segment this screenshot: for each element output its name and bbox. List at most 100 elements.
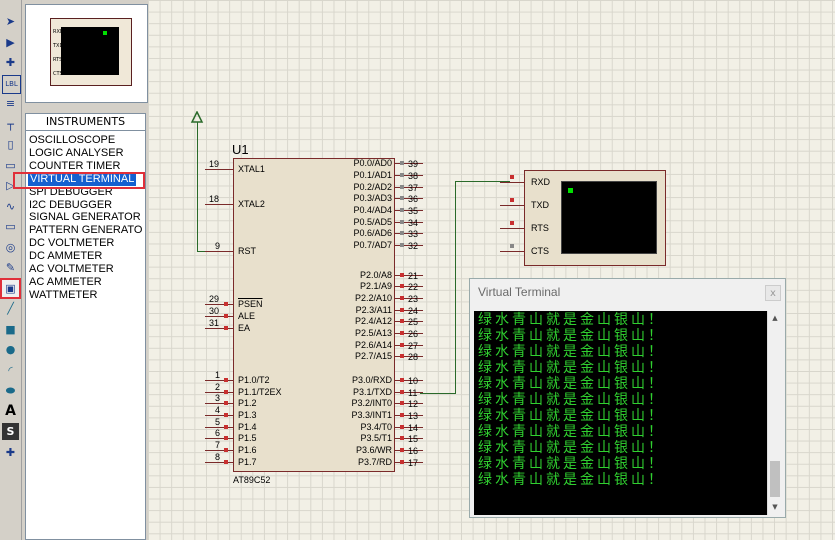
chip-pin-marker	[224, 413, 228, 417]
chip-pin-name: P0.7/AD7	[353, 240, 392, 250]
instrument-item[interactable]: SIGNAL GENERATOR	[29, 211, 141, 224]
microcontroller-chip[interactable]	[233, 158, 395, 472]
instrument-item[interactable]: AC VOLTMETER	[29, 263, 114, 275]
chip-pin-name: P1.6	[238, 445, 257, 455]
chip-pin-line	[395, 450, 423, 451]
instrument-item[interactable]: VIRTUAL TERMINAL	[28, 172, 137, 186]
vt-pin-line	[500, 228, 524, 229]
chip-pin-marker	[400, 401, 404, 405]
symbol-icon[interactable]: S	[2, 423, 19, 440]
chip-pin-line	[205, 204, 233, 205]
chip-pin-marker	[400, 343, 404, 347]
tape-icon[interactable]: ▭	[5, 220, 16, 233]
instrument-item[interactable]: DC VOLTMETER	[29, 237, 115, 250]
chip-pin-line	[395, 222, 423, 223]
chip-pin-line	[395, 333, 423, 334]
chip-pin-number: 7	[215, 440, 221, 450]
instrument-item[interactable]: OSCILLOSCOPE	[29, 134, 116, 146]
generator-icon[interactable]: ◎	[5, 240, 16, 254]
scrollbar[interactable]: ▲ ▼	[767, 311, 782, 515]
chip-pin-name: P0.6/AD6	[353, 228, 392, 238]
virtual-terminal-window[interactable]: Virtual Terminal x 绿水青山就是金山银山！绿水青山就是金山银山…	[469, 278, 786, 518]
chip-pin-marker	[400, 185, 404, 189]
path-icon[interactable]: ⬬	[5, 383, 16, 397]
chip-pin-name: P1.0/T2	[238, 375, 270, 385]
box-icon[interactable]: ■	[5, 322, 16, 336]
chip-pin-line	[205, 169, 233, 170]
scroll-up-icon[interactable]: ▲	[772, 314, 778, 322]
line-icon[interactable]: ╱	[7, 302, 14, 315]
wire-to-rxd	[455, 181, 510, 182]
chip-pin-marker	[400, 425, 404, 429]
chip-pin-line	[395, 163, 423, 164]
chip-pin-marker	[400, 243, 404, 247]
vt-pin-marker	[510, 221, 514, 225]
instrument-icon[interactable]: ▣	[0, 277, 21, 299]
chip-pin-line	[205, 328, 233, 329]
chip-pin-name: P2.2/A10	[354, 293, 392, 303]
chip-pin-name: P1.7	[238, 457, 257, 467]
terminal-line: 绿水青山就是金山银山！	[478, 328, 665, 344]
junction-icon[interactable]: ✚	[5, 56, 16, 69]
chip-pin-number: 10	[408, 376, 419, 386]
chip-pin-number: 6	[215, 428, 221, 438]
chip-pin-number: 33	[408, 229, 419, 239]
instrument-item[interactable]: LOGIC ANALYSER	[29, 146, 124, 159]
instrument-item[interactable]: AC AMMETER	[29, 275, 102, 288]
chip-pin-line	[395, 210, 423, 211]
chip-pin-name: P1.2	[238, 398, 257, 408]
probe-icon[interactable]: ✎	[5, 261, 16, 274]
pointer-icon[interactable]: ➤	[5, 15, 16, 28]
chip-pin-number: 4	[215, 405, 221, 415]
close-button[interactable]: x	[765, 285, 781, 301]
text-icon[interactable]: A	[5, 403, 16, 419]
chip-pin-number: 3	[215, 393, 221, 403]
circle-icon[interactable]: ●	[5, 343, 16, 356]
chip-pin-marker	[400, 331, 404, 335]
label-icon[interactable]: LBL	[2, 74, 21, 94]
chip-pin-line	[205, 392, 233, 393]
chip-pin-marker	[224, 302, 228, 306]
vt-pin-label: TXD	[531, 200, 549, 210]
vt-pin-line	[500, 251, 524, 252]
chip-pin-marker	[224, 326, 228, 330]
chip-pin-number: 2	[215, 382, 221, 392]
vt-screen	[561, 181, 657, 254]
chip-pin-marker	[224, 314, 228, 318]
instrument-item[interactable]: DC AMMETER	[29, 250, 103, 263]
chip-pin-line	[205, 415, 233, 416]
terminal-icon[interactable]: ▭	[5, 158, 16, 172]
chip-pin-line	[395, 438, 423, 439]
virtual-terminal-component[interactable]	[524, 170, 666, 266]
vt-pin-label: RTS	[531, 223, 549, 233]
arc-icon[interactable]: ◜	[8, 363, 13, 377]
scroll-down-icon[interactable]: ▼	[772, 503, 778, 511]
bus-icon[interactable]: ┬	[7, 117, 14, 131]
pin-icon[interactable]: ▷	[6, 179, 15, 192]
chip-pin-marker	[400, 196, 404, 200]
instrument-item[interactable]: WATTMETER	[29, 288, 98, 301]
chip-pin-line	[395, 415, 423, 416]
chip-pin-marker	[400, 319, 404, 323]
vt-pin-label: RXD	[531, 177, 551, 187]
instrument-item[interactable]: PATTERN GENERATO	[29, 224, 143, 237]
instrument-item[interactable]: I2C DEBUGGER	[29, 198, 113, 211]
chip-pin-line	[205, 427, 233, 428]
preview-pin-label: TXD	[53, 43, 64, 49]
subcircuit-icon[interactable]: ▯	[7, 138, 14, 151]
instrument-item[interactable]: COUNTER TIMER	[29, 159, 121, 172]
text-script-icon[interactable]: ≡	[5, 97, 16, 110]
scroll-thumb[interactable]	[770, 461, 780, 497]
chip-pin-name: P2.1/A9	[359, 281, 392, 291]
marker-icon[interactable]: ✚	[5, 445, 16, 459]
terminal-output[interactable]: 绿水青山就是金山银山！绿水青山就是金山银山！绿水青山就是金山银山！绿水青山就是金…	[474, 311, 771, 515]
graph-icon[interactable]: ∿	[5, 199, 16, 213]
chip-pin-number: 13	[408, 411, 419, 421]
terminal-line: 绿水青山就是金山银山！	[478, 456, 665, 472]
chip-pin-name: P2.0/A8	[359, 270, 392, 280]
component-icon[interactable]: ▶	[6, 35, 15, 49]
chip-pin-marker	[224, 448, 228, 452]
chip-pin-marker	[400, 208, 404, 212]
